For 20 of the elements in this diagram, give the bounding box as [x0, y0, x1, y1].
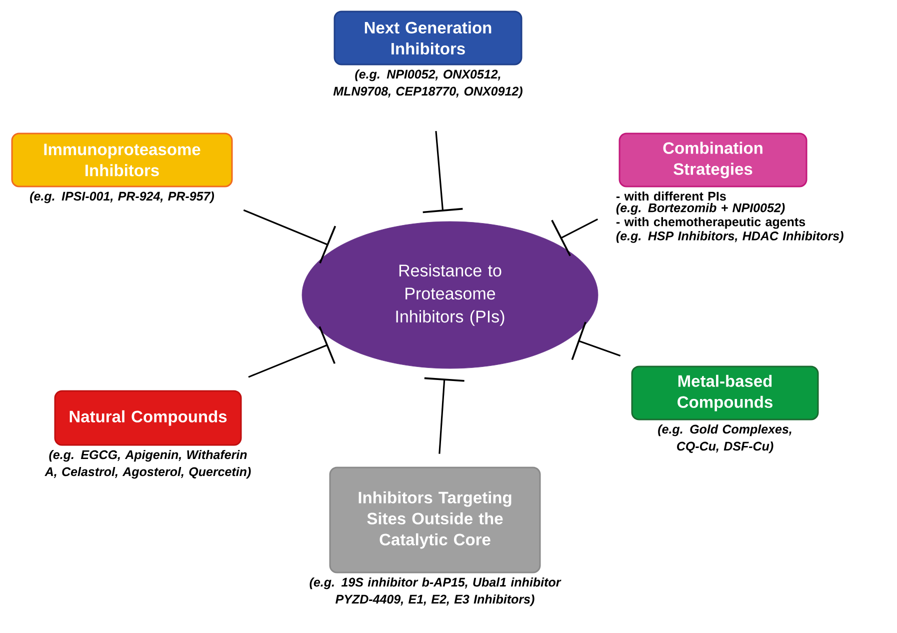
example-text: (e.g. Gold Complexes, CQ-Cu, DSF-Cu) — [658, 424, 792, 454]
category-box: Natural Compounds — [54, 390, 242, 446]
example-text: (e.g. 19S inhibitor b-AP15, Ubal1 inhibitor PYZD-4409, E1, E2, E3 Inhibitors) — [310, 577, 562, 606]
inhibition-arrow — [424, 377, 464, 454]
example-text: - with different PIs — [616, 191, 726, 201]
category-box: Next Generation Inhibitors — [334, 10, 522, 66]
example-text: (e.g. Bortezomib + NPI0052) — [616, 203, 785, 215]
example-text: (e.g. IPSI-001, PR-924, PR-957) — [30, 191, 214, 204]
inhibition-arrow — [248, 326, 336, 378]
category-box: Immunoproteasome Inhibitors — [11, 132, 233, 188]
category-box: Metal-based Compounds — [631, 366, 819, 420]
example-text: (e.g. EGCG, Apigenin, Withaferin A, Celastrol, Agosterol, Quercetin) — [44, 450, 251, 479]
example-text: (e.g. NPI0052, ONX0512, MLN9708, CEP18770, ONX0912) — [333, 69, 522, 98]
category-box: Inhibitors Targeting Sites Outside the Catalytic Core — [329, 466, 541, 574]
inhibition-arrow — [551, 218, 598, 256]
example-text: (e.g. HSP Inhibitors, HDAC Inhibitors) — [616, 231, 844, 243]
example-text: - with chemotherapeutic agents — [616, 217, 806, 229]
inhibition-arrow — [571, 322, 621, 360]
inhibition-arrow — [422, 130, 463, 214]
category-box: Combination Strategies — [618, 132, 808, 188]
